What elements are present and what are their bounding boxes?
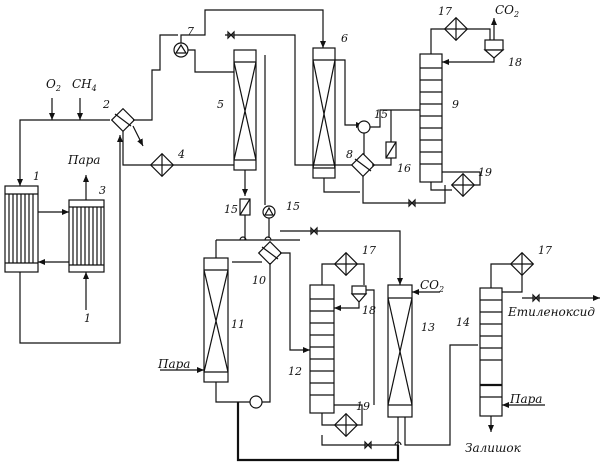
condenser-17-top [430, 16, 491, 54]
loop-2-4-5 [122, 34, 234, 166]
separator-18-middle [334, 285, 375, 405]
steam-right-label: Пара [509, 392, 542, 406]
num-6: 6 [341, 32, 348, 45]
num-7: 7 [187, 25, 194, 38]
num-17-middle: 17 [362, 244, 376, 257]
stream-labels: O2 CH4 CO2 CO2 Пара Пара Пара Етиленокси… [46, 3, 595, 455]
column-9 [419, 53, 443, 183]
column-6 [312, 47, 336, 179]
num-16: 16 [397, 162, 411, 175]
num-4: 4 [177, 148, 185, 161]
num-15-pump-top: 15 [374, 108, 388, 121]
heat-exchanger-8 [350, 152, 376, 178]
separator-18-top [442, 18, 505, 65]
filter-16 [372, 110, 397, 166]
column-12 [309, 284, 335, 414]
num-2: 2 [102, 98, 110, 111]
ethylene-oxide-label: Етиленоксид [507, 305, 595, 319]
num-5: 5 [217, 98, 224, 111]
num-1-reactor: 1 [33, 170, 40, 183]
pump-bottom-11 [249, 395, 263, 409]
num-11: 11 [231, 318, 245, 331]
num-8: 8 [346, 148, 353, 161]
heat-exchanger-2 [110, 107, 136, 133]
num-18-top: 18 [508, 56, 522, 69]
line-8-to-19 [362, 176, 446, 208]
compressor-7 [173, 9, 326, 73]
num-18-middle: 18 [362, 304, 376, 317]
column-5 [233, 49, 257, 171]
reboiler-19-bottom [321, 404, 363, 438]
condenser-17-middle [321, 251, 365, 285]
steam-left-label: Пара [157, 357, 190, 371]
num-19-bottom: 19 [356, 400, 370, 413]
reboiler-19-top [430, 171, 481, 198]
num-13: 13 [421, 321, 435, 334]
num-10: 10 [252, 274, 266, 287]
co2-top-label: CO2 [495, 3, 519, 19]
num-17-top: 17 [438, 5, 452, 18]
heat-exchanger-10 [257, 240, 283, 266]
residue-label: Залишок [465, 441, 522, 455]
equipment-numbers: 1 1 2 3 4 5 6 7 8 9 10 11 12 13 14 15 15… [33, 5, 552, 413]
oxygen-label: O2 [46, 77, 61, 93]
num-17-right: 17 [538, 244, 552, 257]
num-1-water: 1 [84, 312, 91, 325]
reactor-1-piping [17, 98, 123, 344]
num-12: 12 [288, 365, 302, 378]
steam-top-label: Пара [67, 153, 100, 167]
bottom-return-lines [236, 344, 478, 462]
num-19-top: 19 [478, 166, 492, 179]
columns-5-6-piping [225, 30, 363, 205]
filter-15-left [239, 198, 251, 240]
num-14: 14 [456, 316, 470, 329]
num-3: 3 [99, 184, 106, 197]
pump-15-middle [262, 205, 276, 238]
column-14 [479, 287, 545, 432]
pump-15-top [357, 109, 420, 155]
num-9: 9 [452, 98, 459, 111]
reactor-1 [4, 185, 39, 273]
num-15-pump-middle: 15 [286, 200, 300, 213]
heat-exchanger-4 [149, 152, 175, 178]
lower-piping [215, 226, 403, 403]
cooler-3 [68, 199, 105, 273]
co2-middle-label: CO2 [420, 278, 444, 294]
num-15-filter: 15 [224, 203, 238, 216]
column-13 [387, 284, 440, 418]
methane-label: CH4 [72, 77, 97, 93]
condenser-17-right [490, 251, 600, 303]
